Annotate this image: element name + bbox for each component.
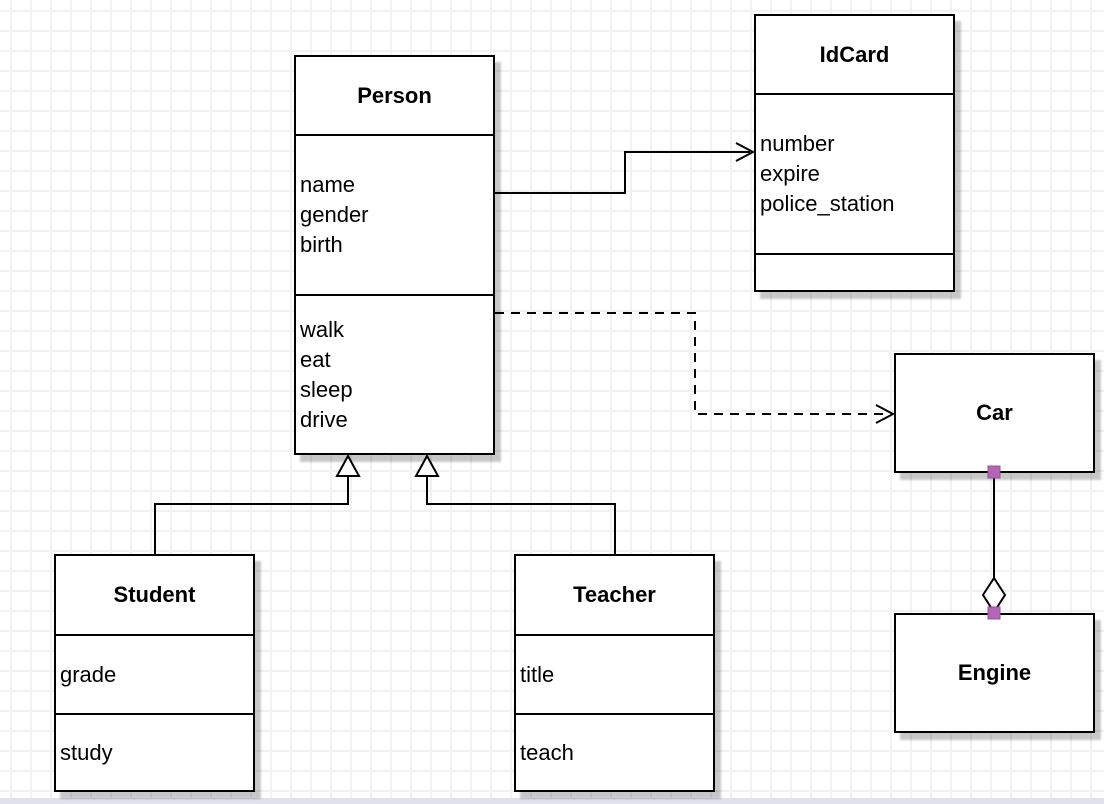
class-car-title: Car bbox=[976, 400, 1013, 425]
method: teach bbox=[520, 739, 574, 765]
class-idcard-attributes: number expire police_station bbox=[756, 93, 953, 253]
class-person-methods: walk eat sleep drive bbox=[296, 294, 493, 453]
class-engine[interactable]: Engine bbox=[894, 613, 1095, 733]
edge-dependency-person-car[interactable] bbox=[495, 312, 896, 424]
method: study bbox=[60, 739, 113, 765]
method: sleep bbox=[300, 376, 353, 402]
class-engine-title: Engine bbox=[957, 660, 1032, 685]
hollow-triangle-icon bbox=[414, 453, 440, 477]
method: eat bbox=[300, 346, 331, 372]
class-teacher[interactable]: Teacher title teach bbox=[514, 554, 715, 792]
attribute: grade bbox=[60, 661, 117, 687]
class-person-attributes: name gender birth bbox=[296, 134, 493, 294]
class-car[interactable]: Car bbox=[894, 353, 1095, 473]
attribute: expire bbox=[760, 161, 820, 186]
open-arrow-icon bbox=[875, 404, 896, 424]
class-student[interactable]: Student grade study bbox=[54, 554, 255, 792]
attribute: name bbox=[300, 172, 356, 197]
class-teacher-methods: teach bbox=[516, 713, 713, 790]
edge-generalization-teacher-person[interactable] bbox=[414, 453, 616, 554]
class-idcard[interactable]: IdCard number expire police_station bbox=[754, 14, 955, 292]
class-teacher-attributes: title bbox=[516, 634, 713, 713]
class-teacher-title: Teacher bbox=[573, 582, 656, 607]
edge-generalization-student-person[interactable] bbox=[154, 453, 361, 554]
class-student-title: Student bbox=[113, 582, 196, 607]
method: drive bbox=[300, 406, 348, 432]
hollow-triangle-icon bbox=[335, 453, 361, 477]
class-student-attributes: grade bbox=[56, 634, 253, 713]
attribute: police_station bbox=[760, 191, 895, 216]
class-student-methods: study bbox=[56, 713, 253, 790]
attribute: title bbox=[520, 661, 555, 687]
open-arrow-icon bbox=[735, 142, 756, 162]
class-person-title: Person bbox=[357, 82, 432, 108]
attribute: birth bbox=[300, 232, 343, 257]
attribute: number bbox=[760, 131, 835, 156]
method: walk bbox=[300, 316, 345, 342]
attribute: gender bbox=[300, 202, 369, 227]
class-person[interactable]: Person name gender birth walk eat sleep … bbox=[294, 55, 495, 455]
class-idcard-methods bbox=[756, 253, 953, 290]
edge-association-person-idcard[interactable] bbox=[495, 142, 756, 194]
edge-aggregation-car-engine[interactable] bbox=[981, 473, 1007, 614]
canvas-page-edge bbox=[0, 798, 1104, 804]
class-idcard-title: IdCard bbox=[819, 41, 890, 67]
